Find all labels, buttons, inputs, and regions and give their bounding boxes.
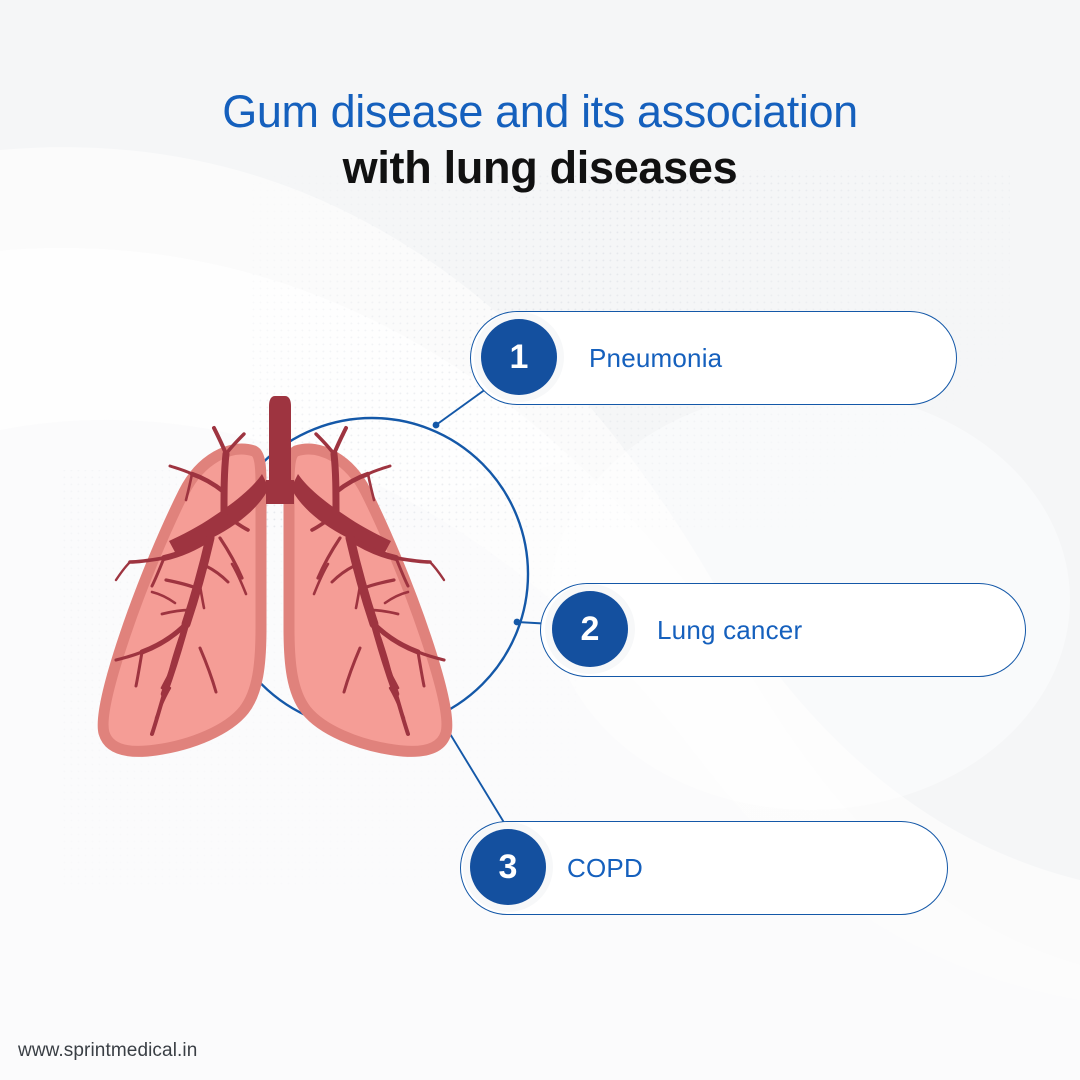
list-item-label: Pneumonia xyxy=(589,342,723,373)
list-item-label: COPD xyxy=(567,852,643,883)
list-item-label: Lung cancer xyxy=(657,614,803,645)
badge-number-text: 2 xyxy=(580,610,600,648)
footer-website[interactable]: www.sprintmedical.in xyxy=(18,1040,198,1061)
lungs-illustration xyxy=(80,388,550,760)
page-title: Gum disease and its association with lun… xyxy=(0,86,1080,193)
badge-number-1: 1 xyxy=(481,319,557,395)
badge-number-text: 1 xyxy=(509,338,529,376)
badge-number-3: 3 xyxy=(470,829,546,905)
badge-number-text: 3 xyxy=(498,848,518,886)
badge-number-2: 2 xyxy=(552,591,628,667)
trachea xyxy=(269,396,291,496)
bronchial-tree-right xyxy=(310,426,446,736)
bronchi-main xyxy=(169,474,269,554)
bronchial-tree-left xyxy=(114,426,250,736)
title-line-1: Gum disease and its association xyxy=(222,86,858,137)
connector-3 xyxy=(440,718,512,835)
title-line-2: with lung diseases xyxy=(342,141,738,193)
lung-left-lobe xyxy=(97,443,267,757)
